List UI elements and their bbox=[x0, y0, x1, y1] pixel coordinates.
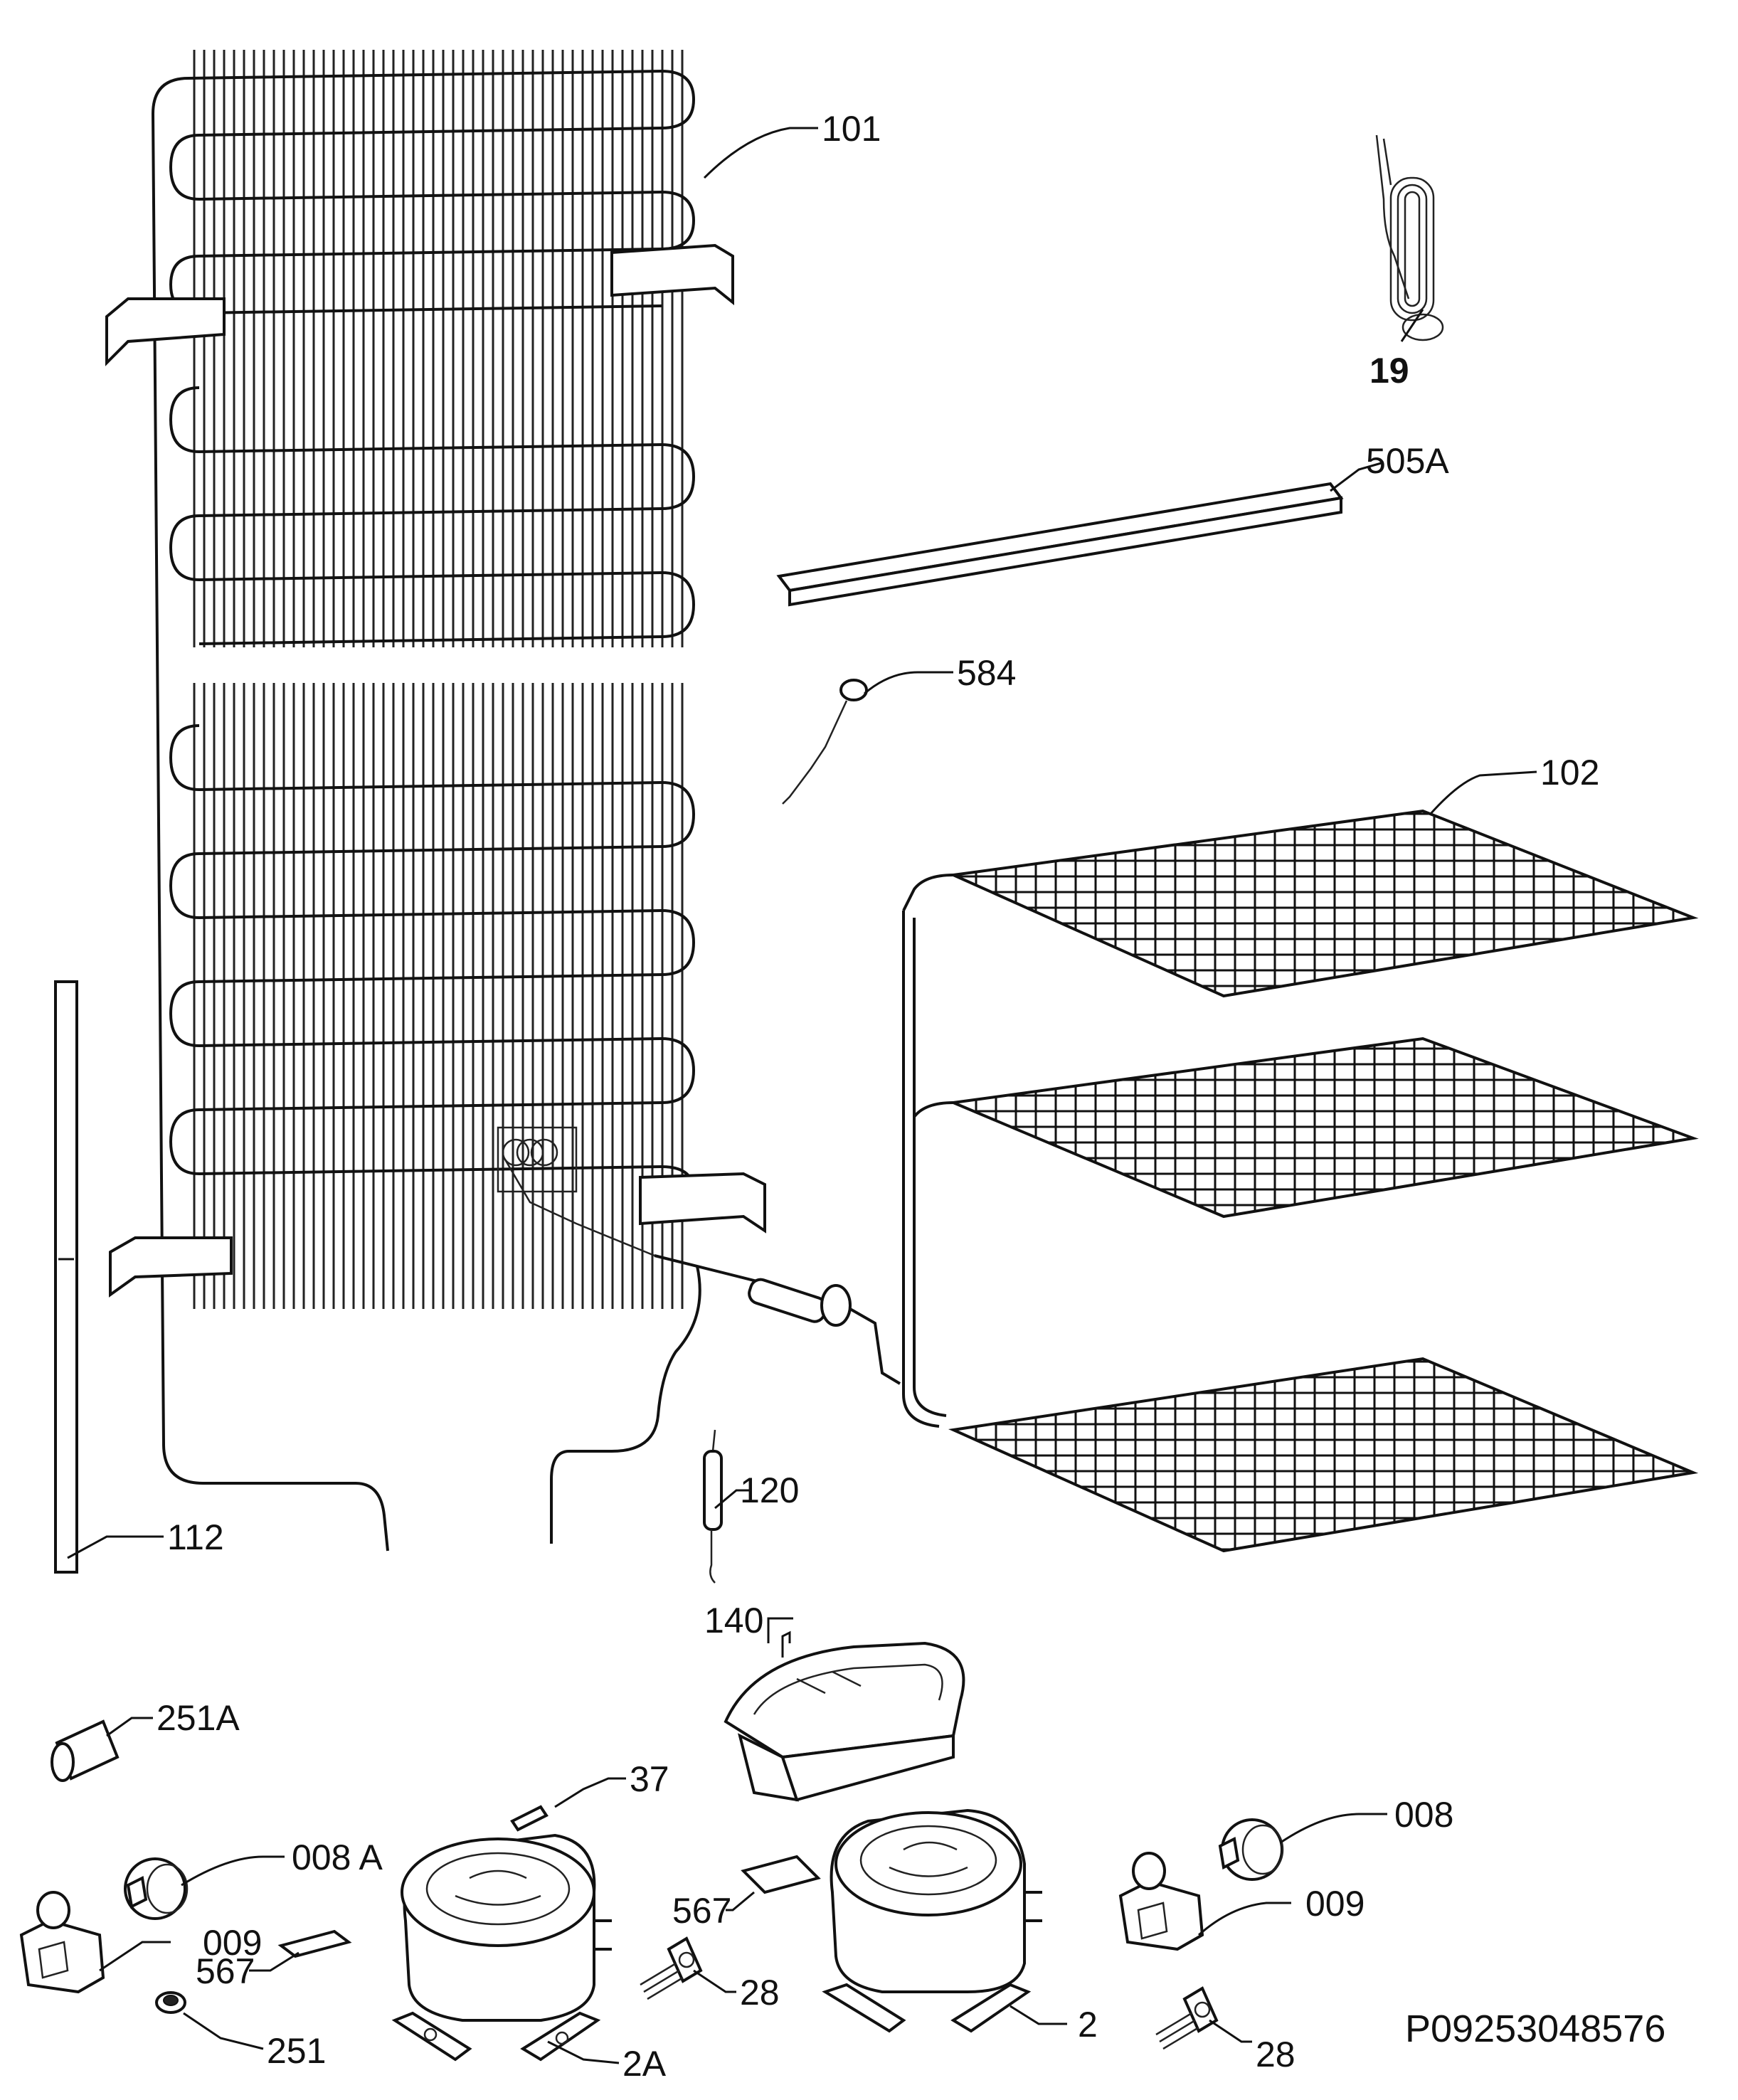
label-112-text: 112 bbox=[167, 1517, 224, 1557]
label-567-mid-text: 567 bbox=[672, 1891, 731, 1931]
label-2-text: 2 bbox=[1078, 2005, 1098, 2045]
label-28-right-text: 28 bbox=[1256, 2035, 1295, 2074]
part-251a: 251A bbox=[51, 1698, 240, 1782]
sensor-584: 584 bbox=[782, 653, 1016, 805]
label-505a-text: 505A bbox=[1366, 441, 1449, 481]
evaporator-102: 102 bbox=[654, 753, 1699, 1553]
relay-008a: 008 A bbox=[124, 1838, 383, 1920]
condenser-101 bbox=[105, 50, 766, 1552]
label-101: 101 bbox=[703, 109, 881, 179]
label-008a-text: 008 A bbox=[292, 1838, 383, 1877]
drip-tray-140: 140 bbox=[704, 1601, 965, 1802]
label-28-left-text: 28 bbox=[740, 1973, 780, 2012]
label-584-text: 584 bbox=[957, 653, 1016, 693]
plate-567-mid: 567 bbox=[672, 1855, 821, 1931]
label-009-right-text: 009 bbox=[1305, 1884, 1365, 1924]
pin-37: 37 bbox=[510, 1759, 669, 1832]
label-37-text: 37 bbox=[630, 1759, 669, 1799]
protector-009-left: 009 bbox=[19, 1891, 262, 1994]
tube-112: 112 bbox=[54, 980, 224, 1574]
protector-009-right: 009 bbox=[1118, 1852, 1365, 1951]
relay-008: 008 bbox=[1218, 1795, 1453, 1881]
grommet-251: 251 bbox=[155, 1991, 326, 2071]
label-101-text: 101 bbox=[822, 109, 881, 149]
strip-505a: 505A bbox=[776, 441, 1449, 607]
label-140-text: 140 bbox=[704, 1601, 763, 1640]
label-19-text: 19 bbox=[1369, 351, 1409, 391]
plate-567-left: 567 bbox=[196, 1929, 352, 1991]
label-120-text: 120 bbox=[740, 1470, 799, 1510]
clip-28-right: 28 bbox=[1155, 1986, 1295, 2074]
compressor-2: 2 bbox=[822, 1808, 1098, 2045]
filter-120: 120 bbox=[703, 1429, 799, 1584]
label-251-text: 251 bbox=[267, 2031, 326, 2071]
label-102-text: 102 bbox=[1540, 753, 1599, 792]
label-2a-text: 2A bbox=[622, 2044, 667, 2084]
drawing-code: P09253048576 bbox=[1405, 2008, 1665, 2050]
clip-28-left: 28 bbox=[640, 1936, 780, 2012]
label-009-left-text: 009 bbox=[203, 1923, 262, 1963]
heater-19: 19 bbox=[1369, 134, 1444, 391]
label-251a-text: 251A bbox=[157, 1698, 240, 1738]
compressor-2a: 2A bbox=[391, 1833, 667, 2084]
label-567-left-text: 567 bbox=[196, 1951, 255, 1991]
label-008-text: 008 bbox=[1394, 1795, 1453, 1835]
